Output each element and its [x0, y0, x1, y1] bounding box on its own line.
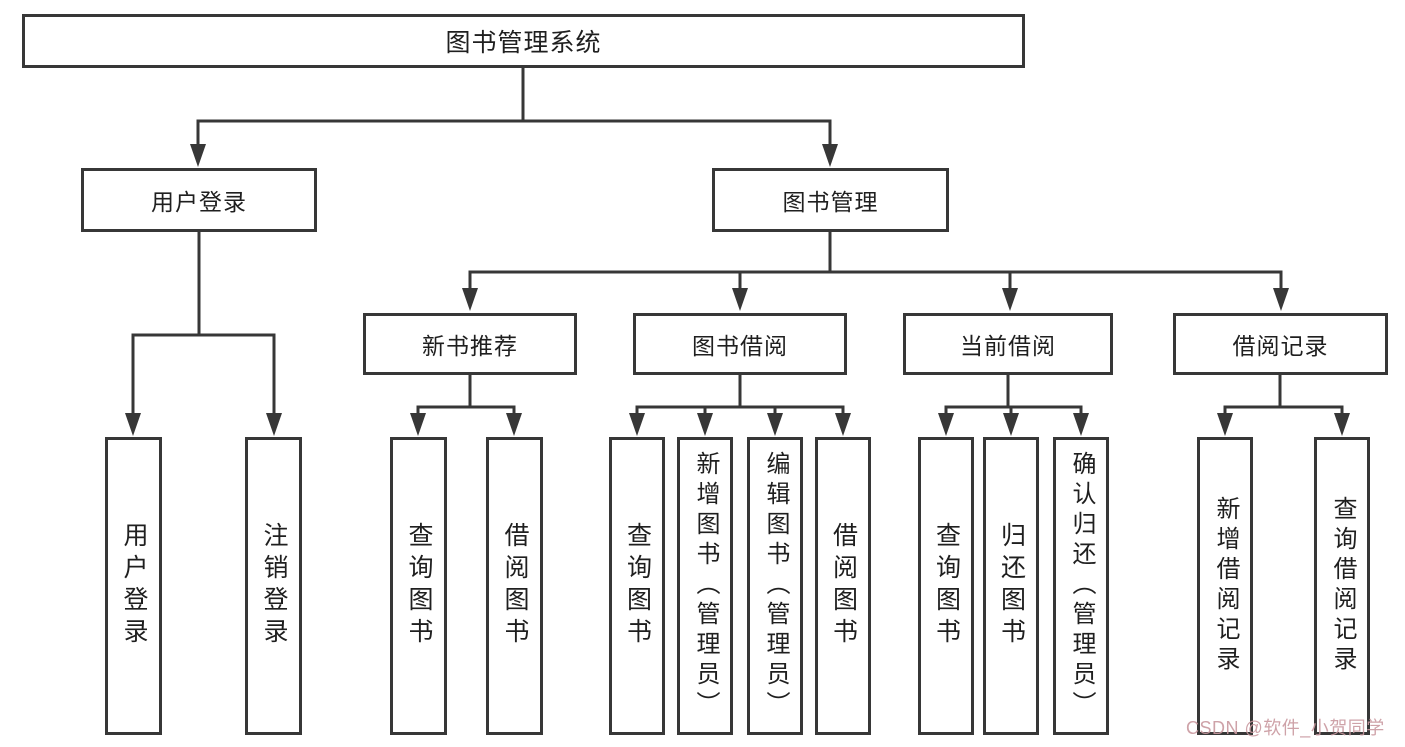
node-leaf-borrow-books: 借阅图书	[815, 437, 871, 735]
csdn-watermark: CSDN @软件_小贺同学	[1186, 718, 1385, 738]
node-leaf-logout: 注销登录	[245, 437, 302, 735]
node-leaf-query-books: 查询图书	[390, 437, 447, 735]
node-new-book-recommend: 新书推荐	[363, 313, 577, 375]
arrow-down-icons	[125, 144, 1350, 436]
node-leaf-add-borrow-record: 新增借阅记录	[1197, 437, 1253, 735]
node-leaf-query-books: 查询图书	[609, 437, 665, 735]
node-book-borrow: 图书借阅	[633, 313, 847, 375]
node-leaf-query-books: 查询图书	[918, 437, 974, 735]
node-leaf-return-books: 归还图书	[983, 437, 1039, 735]
node-leaf-query-borrow-record: 查询借阅记录	[1314, 437, 1370, 735]
node-leaf-borrow-books: 借阅图书	[486, 437, 543, 735]
node-leaf-add-books-admin: 新增图书（管理员）	[677, 437, 733, 735]
node-book-management: 图书管理	[712, 168, 949, 232]
node-library-management-system: 图书管理系统	[22, 14, 1025, 68]
node-leaf-confirm-return-admin: 确认归还（管理员）	[1053, 437, 1109, 735]
node-borrow-records: 借阅记录	[1173, 313, 1388, 375]
node-leaf-user-login: 用户登录	[105, 437, 162, 735]
node-current-borrow: 当前借阅	[903, 313, 1113, 375]
node-user-login: 用户登录	[81, 168, 317, 232]
node-leaf-edit-books-admin: 编辑图书（管理员）	[747, 437, 803, 735]
